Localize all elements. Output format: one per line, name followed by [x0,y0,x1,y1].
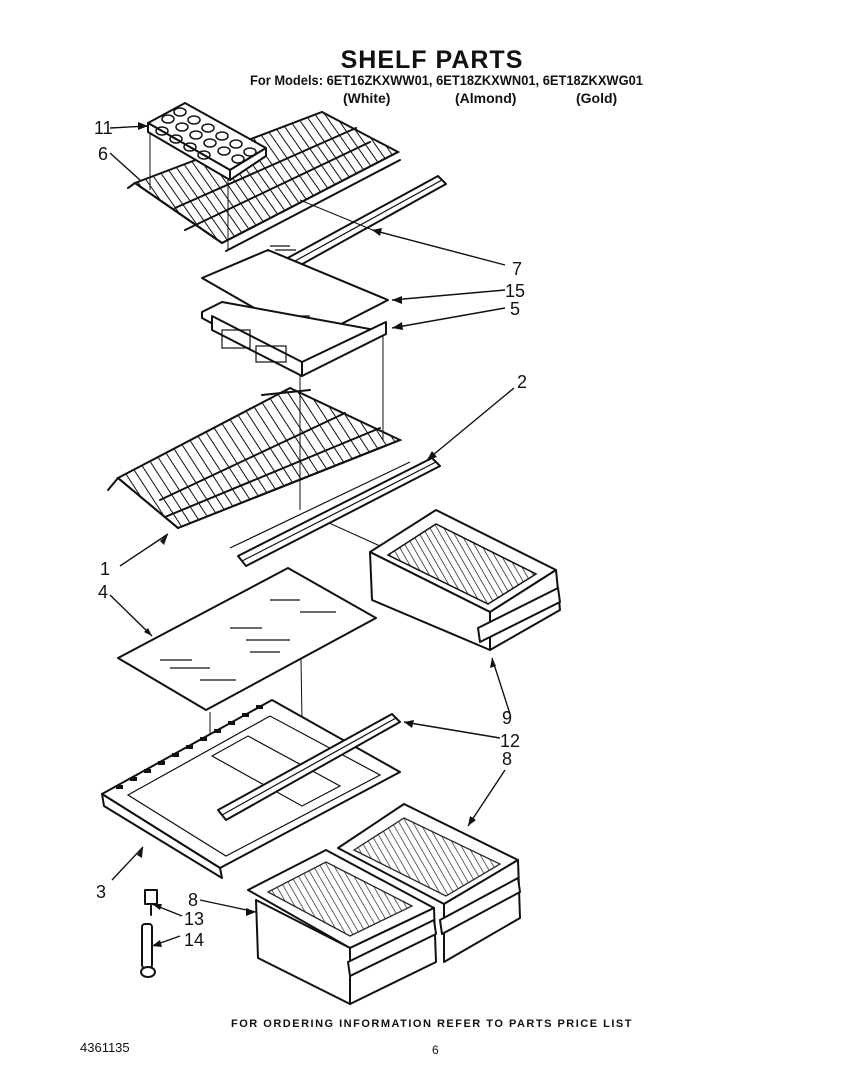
color-gold: (Gold) [576,90,618,106]
meat-drawer [369,509,561,651]
callout-5: 5 [510,299,520,319]
model-list: For Models: 6ET16ZKXWW01, 6ET18ZKXWN01, … [250,72,643,88]
callout-14: 14 [184,930,204,950]
color-white: (White) [343,90,391,106]
ordering-note: FOR ORDERING INFORMATION REFER TO PARTS … [231,1018,633,1030]
callout-8-upper: 8 [502,749,512,769]
leader-lines [109,122,515,947]
callout-15: 15 [505,281,525,301]
callout-6: 6 [98,144,108,164]
hardware-parts [140,889,158,978]
color-almond: (Almond) [455,90,517,106]
callout-13: 13 [184,909,204,929]
egg-tray [147,102,267,181]
callout-11: 11 [94,118,113,138]
document-number: 4361135 [80,1040,130,1055]
glass-shelf [117,567,377,711]
upper-wire-shelf [127,110,401,252]
crisper-frame [101,699,401,879]
middle-wire-shelf [107,386,403,530]
page-number: 6 [432,1043,439,1057]
lower-trim-strip [217,713,401,821]
callout-2: 2 [517,372,527,392]
crisper-drawer-left [247,849,437,1005]
callout-7: 7 [512,259,522,279]
callout-12: 12 [500,731,520,751]
callout-1: 1 [100,559,110,579]
callout-4: 4 [98,582,108,602]
callout-9: 9 [502,708,512,728]
cover-frame [201,301,387,377]
callout-8-lower: 8 [188,890,198,910]
crisper-drawer-right [337,803,521,963]
page-title: SHELF PARTS [340,46,524,74]
callout-3: 3 [96,882,106,902]
middle-trim-strip [229,457,441,567]
